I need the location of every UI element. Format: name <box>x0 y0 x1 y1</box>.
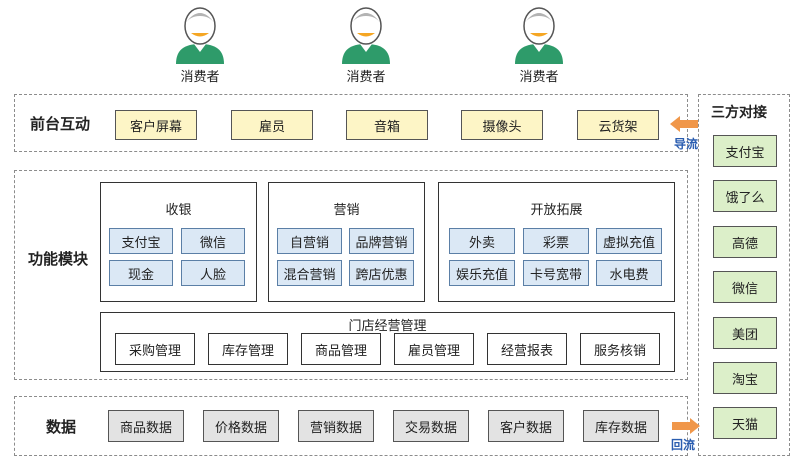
data-title: 数据 <box>46 418 77 436</box>
consumer-label: 消费者 <box>519 70 559 85</box>
thirdparty-item-amap: 高德 <box>713 226 777 258</box>
inflow-arrow-icon <box>670 116 698 132</box>
cashier-item-alipay: 支付宝 <box>109 228 173 254</box>
open-ext-item-takeout: 外卖 <box>449 228 515 254</box>
store-ops-item-inventory: 库存管理 <box>208 333 288 365</box>
store-ops-group: 门店经营管理 <box>100 312 675 372</box>
consumer-2: 消费者 <box>326 6 406 85</box>
thirdparty-item-taobao: 淘宝 <box>713 362 777 394</box>
marketing-item-self: 自营销 <box>277 228 342 254</box>
open-ext-item-lottery: 彩票 <box>523 228 589 254</box>
open-ext-item-card-broadband: 卡号宽带 <box>523 260 589 286</box>
data-item-customer: 客户数据 <box>488 410 564 442</box>
marketing-item-brand: 品牌营销 <box>349 228 414 254</box>
marketing-item-cross-store: 跨店优惠 <box>349 260 414 286</box>
store-ops-item-employee: 雇员管理 <box>394 333 474 365</box>
consumer-3: 消费者 <box>499 6 579 85</box>
marketing-title: 营销 <box>333 203 360 218</box>
cashier-item-wechat: 微信 <box>181 228 245 254</box>
store-ops-item-report: 经营报表 <box>487 333 567 365</box>
backflow-label: 回流 <box>671 438 696 452</box>
cashier-item-face: 人脸 <box>181 260 245 286</box>
frontend-title: 前台互动 <box>30 115 91 133</box>
user-icon <box>342 7 390 64</box>
cashier-title: 收银 <box>165 203 192 218</box>
thirdparty-title: 三方对接 <box>711 105 767 121</box>
store-ops-item-purchase: 采购管理 <box>115 333 195 365</box>
frontend-item-cloud-shelf: 云货架 <box>577 110 659 140</box>
store-ops-item-product: 商品管理 <box>301 333 381 365</box>
frontend-item-camera: 摄像头 <box>461 110 543 140</box>
consumer-label: 消费者 <box>346 70 386 85</box>
store-ops-item-service: 服务核销 <box>580 333 660 365</box>
backflow-arrow-icon <box>672 418 700 434</box>
data-item-marketing: 营销数据 <box>298 410 374 442</box>
consumer-1: 消费者 <box>160 6 240 85</box>
thirdparty-item-eleme: 饿了么 <box>713 180 777 212</box>
data-item-transaction: 交易数据 <box>393 410 469 442</box>
function-title: 功能模块 <box>28 250 89 268</box>
frontend-item-employee: 雇员 <box>231 110 313 140</box>
data-item-price: 价格数据 <box>203 410 279 442</box>
open-ext-title: 开放拓展 <box>530 203 583 218</box>
data-item-inventory: 库存数据 <box>583 410 659 442</box>
data-item-product: 商品数据 <box>108 410 184 442</box>
marketing-item-mixed: 混合营销 <box>277 260 342 286</box>
user-icon <box>515 7 563 64</box>
frontend-item-speaker: 音箱 <box>346 110 428 140</box>
consumer-label: 消费者 <box>180 70 220 85</box>
open-ext-item-entertainment-topup: 娱乐充值 <box>449 260 515 286</box>
cashier-item-cash: 现金 <box>109 260 173 286</box>
thirdparty-item-alipay: 支付宝 <box>713 135 777 167</box>
open-ext-item-virtual-topup: 虚拟充值 <box>596 228 662 254</box>
thirdparty-item-tmall: 天猫 <box>713 407 777 439</box>
frontend-item-customer-screen: 客户屏幕 <box>115 110 197 140</box>
inflow-label: 导流 <box>674 137 699 151</box>
store-ops-title: 门店经营管理 <box>348 319 427 334</box>
open-ext-item-utilities: 水电费 <box>596 260 662 286</box>
thirdparty-item-wechat: 微信 <box>713 271 777 303</box>
thirdparty-item-meituan: 美团 <box>713 317 777 349</box>
user-icon <box>176 7 224 64</box>
